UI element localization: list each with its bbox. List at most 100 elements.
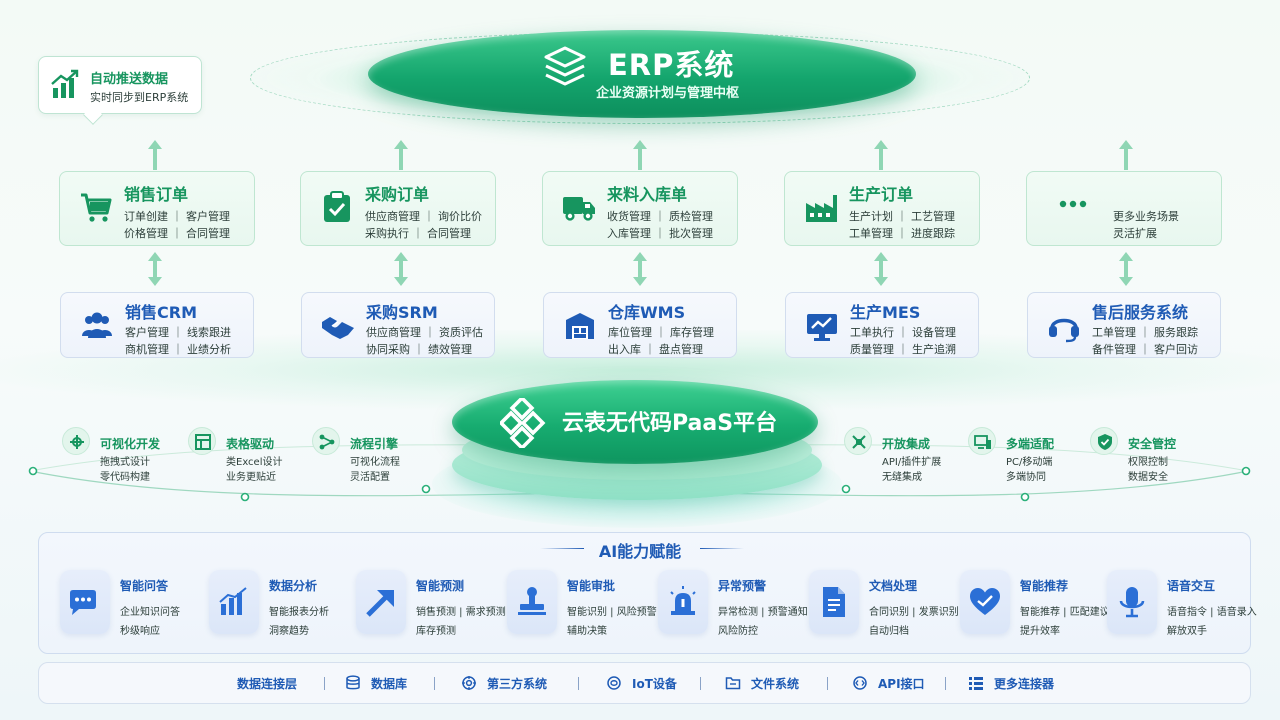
ai-item-line2: 辅助决策 (567, 626, 607, 637)
arrow-bidirectional-sales (148, 252, 162, 286)
arrow-up-sales (148, 140, 162, 170)
separator (324, 677, 325, 690)
order-card-line1: 供应商管理 ｜ 询价比价 (365, 210, 482, 223)
feature-table-driven[interactable]: 表格驱动 类Excel设计 业务更贴近 (188, 425, 298, 485)
ai-item-approval[interactable]: 智能审批 智能识别 | 风险预警 辅助决策 (507, 568, 657, 638)
feature-line1: API/插件扩展 (882, 457, 942, 468)
order-card-title: 生产订单 (849, 185, 914, 204)
feature-title: 开放集成 (882, 437, 931, 451)
order-card-production[interactable]: 生产订单 生产计划 ｜ 工艺管理 工单管理 ｜ 进度跟踪 (784, 171, 980, 246)
data-source-database[interactable]: 数据库 (371, 677, 408, 691)
feature-open-integration[interactable]: 开放集成 API/插件扩展 无缝集成 (844, 425, 954, 485)
callout-subtitle: 实时同步到ERP系统 (90, 91, 189, 104)
ai-item-analysis[interactable]: 数据分析 智能报表分析 洞察趋势 (209, 568, 359, 638)
feature-title: 流程引擎 (350, 437, 399, 451)
order-card-line2: 工单管理 ｜ 进度跟踪 (849, 227, 955, 240)
system-card-line2: 商机管理 ｜ 业绩分析 (125, 343, 231, 356)
erp-disc (368, 30, 916, 118)
ai-item-qa[interactable]: 智能问答 企业知识问答 秒级响应 (60, 568, 210, 638)
separator (827, 677, 828, 690)
system-card-title: 采购SRM (366, 303, 438, 322)
feature-line1: 权限控制 (1128, 457, 1168, 468)
data-source-api[interactable]: API接口 (878, 677, 925, 691)
feature-line2: 灵活配置 (350, 472, 390, 483)
separator (578, 677, 579, 690)
ai-item-line2: 库存预测 (416, 626, 456, 637)
chat-icon (60, 570, 110, 634)
system-card-srm[interactable]: 采购SRM 供应商管理 ｜ 资质评估 协同采购 ｜ 绩效管理 (301, 292, 495, 358)
order-card-line1: 更多业务场景 (1113, 210, 1179, 223)
warehouse-icon (566, 313, 594, 339)
trend-arrow-icon (356, 570, 406, 634)
iot-icon (607, 676, 621, 690)
order-card-title: 采购订单 (365, 185, 430, 204)
paas-logo-icon (500, 398, 546, 448)
order-card-line1: 生产计划 ｜ 工艺管理 (849, 210, 955, 223)
ai-item-alert[interactable]: 异常预警 异常检测 | 预警通知 风险防控 (658, 568, 808, 638)
system-card-line1: 库位管理 ｜ 库存管理 (608, 326, 714, 339)
order-card-title: 销售订单 (124, 185, 189, 204)
more-dots-icon (1059, 200, 1087, 208)
feature-line2: 业务更贴近 (226, 472, 276, 483)
system-card-line1: 客户管理 ｜ 线索跟进 (125, 326, 231, 339)
truck-icon (563, 197, 595, 221)
order-card-purchase[interactable]: 采购订单 供应商管理 ｜ 询价比价 采购执行 ｜ 合同管理 (300, 171, 496, 246)
ai-item-title: 数据分析 (269, 579, 318, 593)
system-card-line2: 质量管理 ｜ 生产追溯 (850, 343, 956, 356)
order-card-line2: 价格管理 ｜ 合同管理 (124, 227, 230, 240)
feature-security[interactable]: 安全管控 权限控制 数据安全 (1090, 425, 1200, 485)
separator (945, 677, 946, 690)
table-icon (188, 427, 216, 455)
data-source-third-party[interactable]: 第三方系统 (487, 677, 548, 691)
arrow-bidirectional-inbound (633, 252, 647, 286)
shield-icon (1090, 427, 1118, 455)
system-card-wms[interactable]: 仓库WMS 库位管理 ｜ 库存管理 出入库 ｜ 盘点管理 (543, 292, 737, 358)
feature-multi-device[interactable]: 多端适配 PC/移动端 多端协同 (968, 425, 1078, 485)
cart-icon (81, 193, 112, 222)
order-card-more[interactable]: 更多业务场景 灵活扩展 (1026, 171, 1222, 246)
third-party-icon (462, 676, 476, 690)
order-card-line2: 采购执行 ｜ 合同管理 (365, 227, 471, 240)
heart-icon (960, 570, 1010, 634)
order-card-sales[interactable]: 销售订单 订单创建 ｜ 客户管理 价格管理 ｜ 合同管理 (59, 171, 255, 246)
data-source-iot[interactable]: IoT设备 (632, 677, 677, 691)
stamp-icon (507, 570, 557, 634)
paas-title: 云表无代码PaaS平台 (562, 411, 778, 436)
factory-icon (806, 195, 837, 222)
visual-dev-icon (62, 427, 90, 455)
ai-item-title: 智能推荐 (1020, 579, 1069, 593)
ai-item-forecast[interactable]: 智能预测 销售预测 | 需求预测 库存预测 (356, 568, 506, 638)
order-card-inbound[interactable]: 来料入库单 收货管理 ｜ 质检管理 入库管理 ｜ 批次管理 (542, 171, 738, 246)
ai-title-line-right (700, 548, 744, 549)
ai-item-title: 文档处理 (869, 579, 918, 593)
database-icon (346, 675, 360, 690)
ai-item-line1: 智能识别 | 风险预警 (567, 607, 657, 618)
system-card-service[interactable]: 售后服务系统 工单管理 ｜ 服务跟踪 备件管理 ｜ 客户回访 (1027, 292, 1221, 358)
ai-item-line1: 语音指令 | 语音录入 (1167, 607, 1257, 618)
feature-line1: 拖拽式设计 (100, 457, 150, 468)
feature-line1: 可视化流程 (350, 457, 400, 468)
system-card-crm[interactable]: 销售CRM 客户管理 ｜ 线索跟进 商机管理 ｜ 业绩分析 (60, 292, 254, 358)
flow-icon (312, 427, 340, 455)
system-card-title: 生产MES (850, 303, 921, 322)
feature-visual-dev[interactable]: 可视化开发 拖拽式设计 零代码构建 (62, 425, 172, 485)
ai-item-line2: 秒级响应 (120, 626, 160, 637)
arrow-up-production (874, 140, 888, 170)
data-source-more-connectors[interactable]: 更多连接器 (994, 677, 1055, 691)
ai-item-line2: 解放双手 (1167, 626, 1207, 637)
arrow-bidirectional-service (1119, 252, 1133, 286)
layers-icon (544, 46, 586, 86)
ai-item-document[interactable]: 文档处理 合同识别 | 发票识别 自动归档 (809, 568, 959, 638)
order-card-line2: 灵活扩展 (1113, 227, 1157, 240)
feature-flow-engine[interactable]: 流程引擎 可视化流程 灵活配置 (312, 425, 422, 485)
system-card-mes[interactable]: 生产MES 工单执行 ｜ 设备管理 质量管理 ｜ 生产追溯 (785, 292, 979, 358)
feature-line2: 数据安全 (1128, 472, 1168, 483)
system-card-line1: 工单执行 ｜ 设备管理 (850, 326, 956, 339)
ai-item-title: 智能审批 (567, 579, 616, 593)
data-source-file-system[interactable]: 文件系统 (751, 677, 800, 691)
order-card-line2: 入库管理 ｜ 批次管理 (607, 227, 713, 240)
arrow-up-inbound (633, 140, 647, 170)
ai-item-recommend[interactable]: 智能推荐 智能推荐 | 匹配建议 提升效率 (960, 568, 1110, 638)
ai-item-voice[interactable]: 语音交互 语音指令 | 语音录入 解放双手 (1107, 568, 1257, 638)
data-layer-label: 数据连接层 (237, 677, 298, 691)
